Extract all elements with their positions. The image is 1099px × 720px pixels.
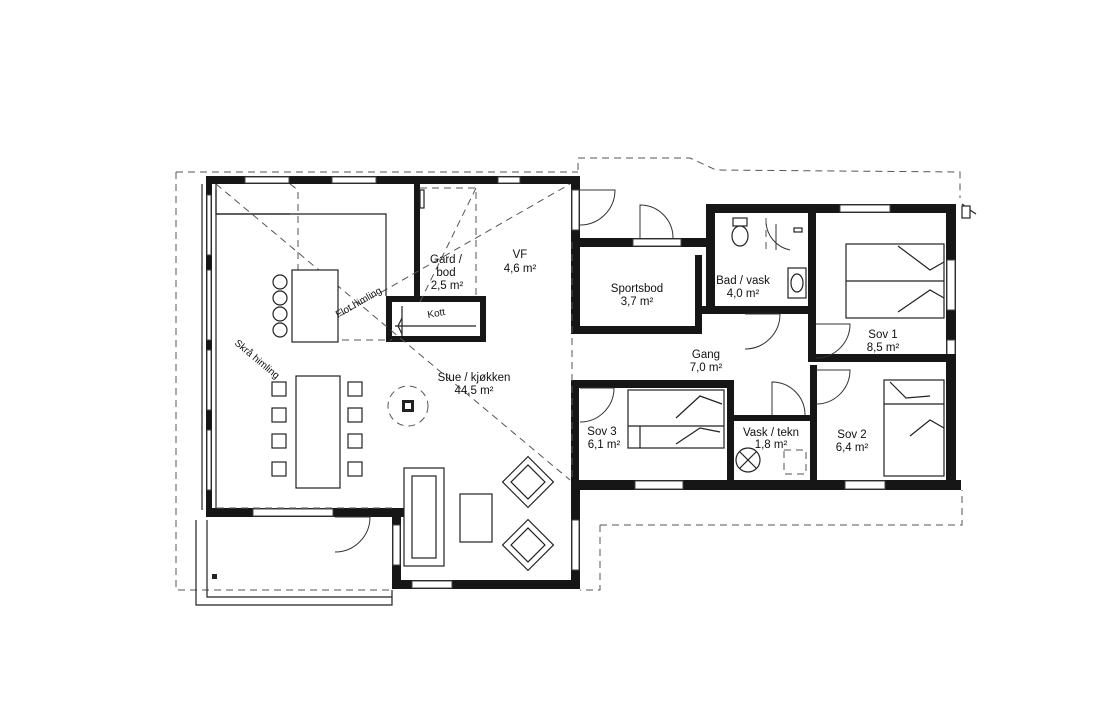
sov1-area: 8,5 m²	[867, 342, 900, 354]
sov1-name: Sov 1	[868, 329, 897, 341]
terrace	[195, 520, 393, 606]
sportsbod-name: Sportsbod	[611, 283, 663, 295]
sov3-area: 6,1 m²	[588, 439, 621, 451]
kott-area	[395, 306, 476, 336]
gang-area: 7,0 m²	[690, 362, 723, 374]
stue-name: Stue / kjøkken	[438, 372, 511, 384]
gard-name-2: bod	[436, 267, 455, 279]
sov2-bed	[883, 379, 945, 477]
bad-area: 4,0 m²	[727, 288, 760, 300]
stove	[387, 385, 429, 427]
utility-fixtures	[735, 447, 807, 475]
chimney-stub	[961, 203, 977, 219]
kott-label: Kott	[427, 307, 447, 321]
sov2-name: Sov 2	[837, 429, 866, 441]
living-furniture	[403, 455, 555, 572]
gang-name: Gang	[692, 349, 720, 361]
vask-name: Vask / tekn	[743, 427, 799, 439]
sportsbod-area: 3,7 m²	[621, 296, 654, 308]
sov1-beds	[845, 243, 945, 319]
bad-name: Bad / vask	[716, 275, 770, 287]
windows	[206, 176, 956, 589]
gard-area: 2,5 m²	[431, 280, 464, 292]
dining-table	[271, 375, 363, 489]
interior-walls	[386, 184, 956, 490]
stue-area: 44,5 m²	[455, 385, 494, 397]
room-labels: Gard / bod 2,5 m² VF 4,6 m² Sportsbod 3,…	[430, 249, 899, 454]
gard-name-1: Gard /	[430, 254, 463, 266]
vf-name: VF	[513, 249, 528, 261]
kitchen	[215, 189, 425, 343]
sov3-name: Sov 3	[587, 426, 616, 438]
doors	[334, 176, 851, 553]
flot-himling-label: Flot himling	[334, 286, 384, 321]
vf-area: 4,6 m²	[504, 263, 537, 275]
vask-area: 1,8 m²	[755, 439, 788, 451]
roof-outline	[175, 157, 963, 591]
ceiling-lines	[215, 183, 573, 509]
bath-fixtures	[731, 217, 807, 299]
sov3-bed	[627, 389, 725, 449]
sov2-area: 6,4 m²	[836, 442, 869, 454]
skra-himling-label: Skrå himling	[232, 337, 282, 382]
